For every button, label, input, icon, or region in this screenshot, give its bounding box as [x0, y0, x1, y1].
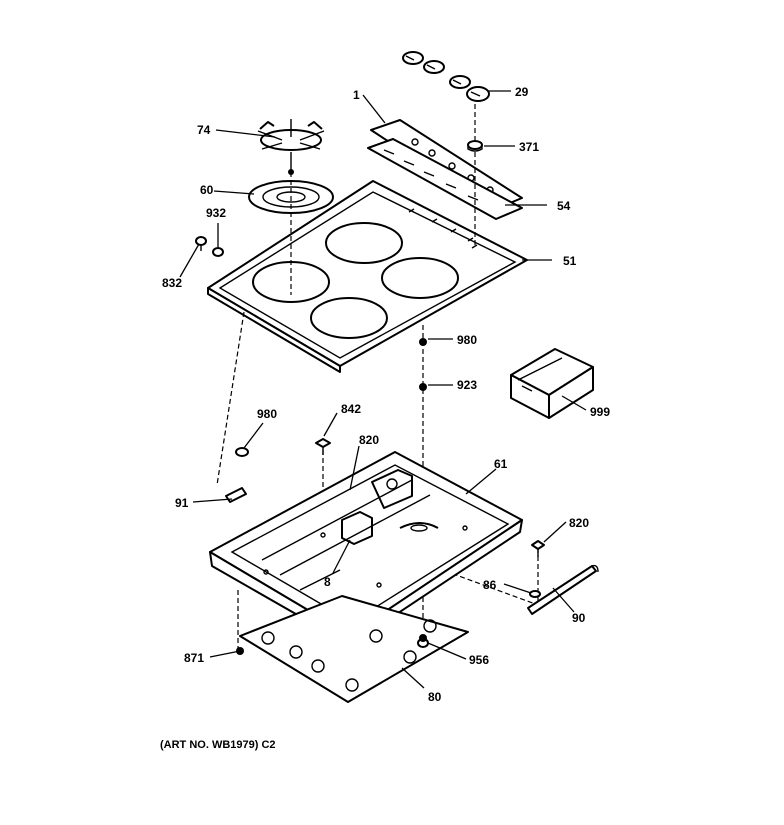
callout-932: 932	[206, 206, 226, 220]
callout-371: 371	[519, 140, 539, 154]
callout-80: 80	[428, 690, 442, 704]
callout-labels: 1 29 371 54 51 74 60 932 832 980 923 999…	[162, 85, 610, 704]
bracket-91	[225, 487, 247, 503]
callout-820-upper: 820	[359, 433, 379, 447]
screw-832	[195, 236, 207, 251]
callout-86: 86	[483, 578, 497, 592]
cooktop	[207, 180, 528, 373]
callout-820-right: 820	[569, 516, 589, 530]
knob-spring	[467, 140, 483, 152]
callout-8: 8	[324, 575, 331, 589]
callout-980-lower: 980	[257, 407, 277, 421]
leader-lines	[179, 90, 587, 689]
callout-923: 923	[457, 378, 477, 392]
control-knobs	[402, 51, 490, 102]
clip-86	[529, 590, 541, 598]
callout-842: 842	[341, 402, 361, 416]
bottom-panel	[239, 595, 469, 703]
callout-1: 1	[353, 88, 360, 102]
callout-61: 61	[494, 457, 508, 471]
nut-932	[212, 247, 224, 257]
grommet-980-left	[235, 447, 249, 457]
callout-90: 90	[572, 611, 586, 625]
burner-grate	[257, 119, 325, 170]
callout-980-upper: 980	[457, 333, 477, 347]
art-number-caption: (ART NO. WB1979) C2	[160, 739, 276, 751]
callout-91: 91	[175, 496, 189, 510]
callout-29: 29	[515, 85, 529, 99]
screw-820-right	[531, 540, 545, 557]
callout-54: 54	[557, 199, 571, 213]
screw-842	[315, 438, 331, 455]
ignition-module	[510, 348, 594, 419]
manifold-rod-90	[527, 564, 599, 615]
callout-871: 871	[184, 651, 204, 665]
control-panel-gasket	[367, 138, 523, 220]
callout-74: 74	[197, 123, 211, 137]
callout-51: 51	[563, 254, 577, 268]
callout-60: 60	[200, 183, 214, 197]
callout-832: 832	[162, 276, 182, 290]
callout-956: 956	[469, 653, 489, 667]
callout-999: 999	[590, 405, 610, 419]
